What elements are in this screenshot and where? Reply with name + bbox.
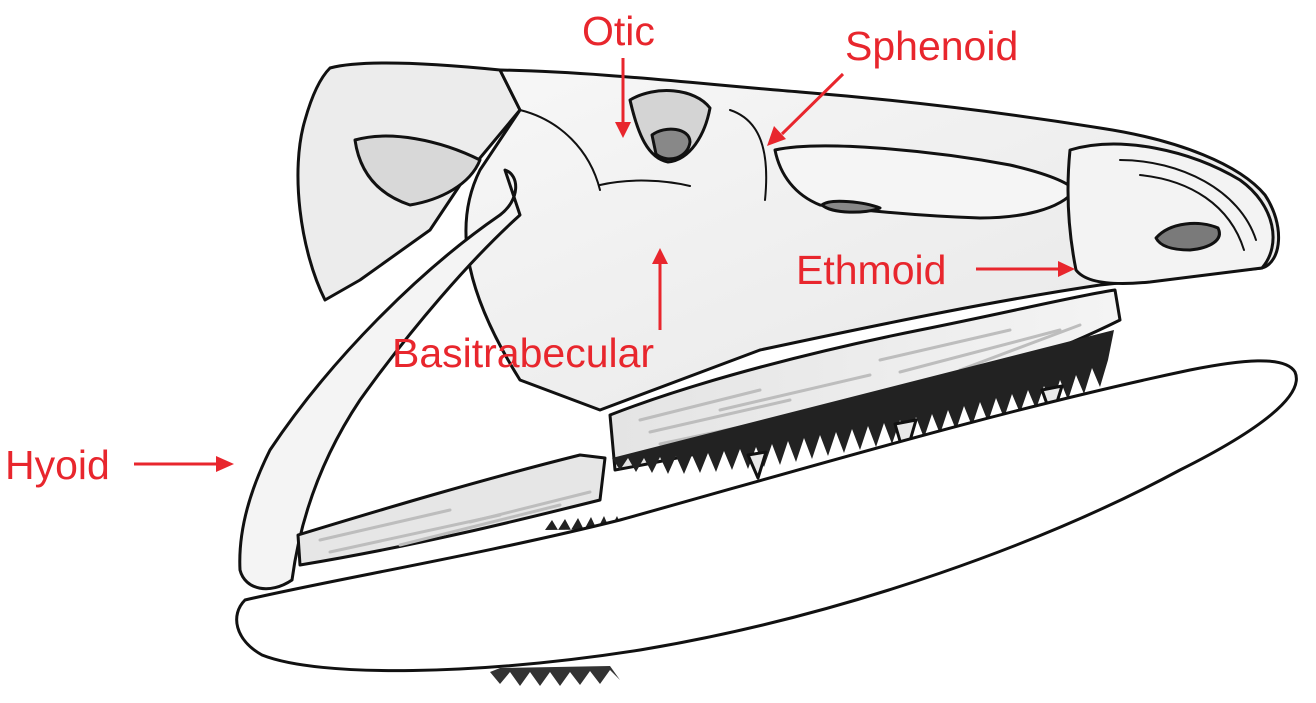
ethmoid-rim <box>1119 159 1257 241</box>
label-basitrabecular: Basitrabecular <box>392 330 654 376</box>
sphenoid-slit <box>820 199 882 214</box>
arrow-hyoid-head <box>216 456 234 472</box>
mandible <box>235 359 1298 673</box>
arrow-sphenoid-head <box>767 126 786 146</box>
sphenoid-edge <box>729 109 768 201</box>
ethmoid-opening <box>1154 221 1221 252</box>
occipital-window <box>353 134 482 207</box>
label-otic: Otic <box>582 8 655 54</box>
palatoquadrate-hatching <box>318 490 592 554</box>
fang-1 <box>746 450 768 480</box>
arrow-otic-head <box>615 122 631 138</box>
arrow-ethmoid-head <box>1058 261 1075 277</box>
maxillary-teeth <box>612 330 1114 474</box>
otic-foramen <box>650 127 692 161</box>
ethmoid-rim-2 <box>1139 174 1245 251</box>
arrow-basitrabecular-head <box>652 248 668 264</box>
hyoid-bar <box>238 168 522 591</box>
label-hyoid: Hyoid <box>5 442 110 488</box>
ethmoid-capsule <box>1066 142 1275 285</box>
braincase-edge <box>519 109 601 191</box>
label-sphenoid: Sphenoid <box>845 23 1018 69</box>
sphenoid-fenestra <box>773 144 1077 220</box>
basitrabecular-crease <box>599 179 691 187</box>
mandible-teeth <box>490 666 620 686</box>
arrow-sphenoid-shaft <box>780 72 845 136</box>
label-ethmoid: Ethmoid <box>796 247 946 293</box>
